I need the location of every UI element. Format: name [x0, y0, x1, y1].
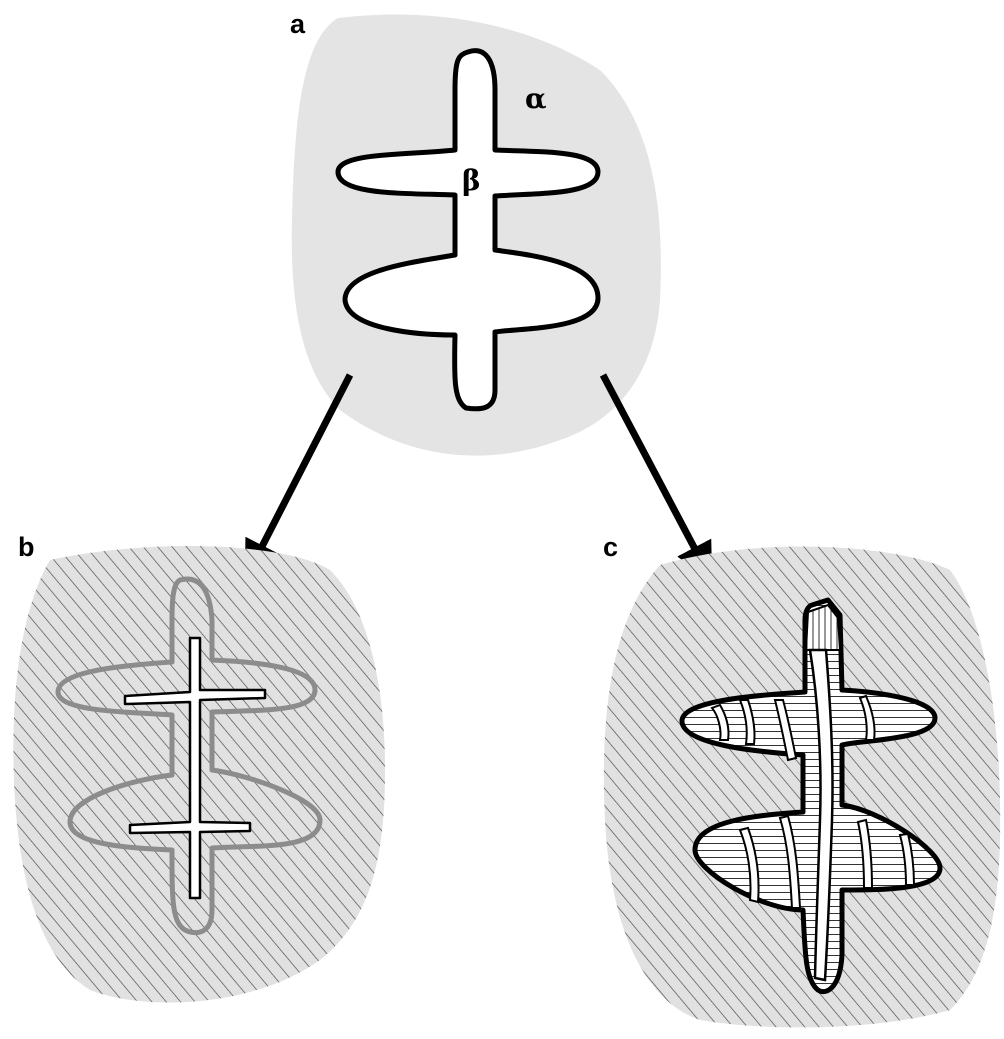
panel-b-label: b: [18, 532, 35, 562]
panel-b: b: [13, 532, 386, 1003]
panel-b-former-beta-outline: [55, 576, 323, 935]
beta-phase-label: β: [462, 164, 481, 197]
panel-a: a α β: [290, 9, 661, 456]
panel-c-lamella-8: [898, 832, 916, 886]
alpha-phase-label: α: [525, 82, 547, 115]
panel-c-lamella-6: [778, 814, 802, 909]
panel-c-lamella-7: [856, 818, 874, 889]
panel-c-lamella-2: [738, 699, 756, 745]
panel-c-lamella-1: [710, 703, 730, 741]
panel-c-central-stem: [808, 648, 834, 982]
panel-c-label: c: [603, 532, 618, 562]
panel-c: c: [603, 532, 1001, 1028]
panel-a-label: a: [290, 9, 306, 39]
panel-c-transformed-grain: [679, 597, 943, 995]
panel-b-beta-remnant: [123, 636, 267, 900]
panel-c-lamella-5: [738, 826, 760, 904]
panel-c-lamella-4: [858, 694, 876, 741]
panel-c-upper-arm-vertical-lamellae: [804, 603, 842, 651]
panel-c-lamella-3: [773, 699, 798, 762]
arrow-to-panel-b: [244, 373, 354, 580]
panel-a-beta-grain: [335, 48, 601, 412]
arrow-to-panel-c: [599, 373, 713, 582]
